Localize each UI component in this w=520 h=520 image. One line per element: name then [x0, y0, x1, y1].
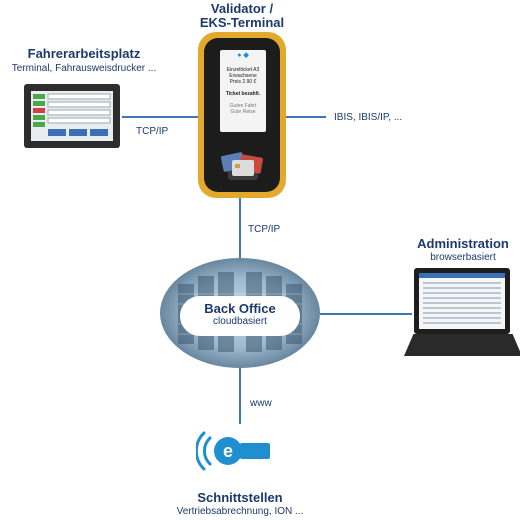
admin-title: Administration	[417, 236, 509, 251]
interfaces-title: Schnittstellen	[197, 490, 283, 505]
driver-subtitle: Terminal, Fahrausweisdrucker ...	[11, 63, 157, 74]
driver-terminal-icon	[24, 84, 120, 148]
line-backoffice-admin	[320, 313, 412, 315]
interfaces-logo-icon: e	[194, 426, 276, 476]
screen-line: Gute Reise	[230, 109, 256, 115]
laptop-keyboard	[404, 334, 520, 356]
laptop-icon	[414, 268, 510, 334]
backoffice-title: Back Office	[204, 301, 276, 316]
validator-title: Validator / EKS-Terminal	[199, 1, 285, 30]
svg-text:e: e	[223, 441, 233, 461]
driver-title: Fahrerarbeitsplatz	[27, 46, 141, 61]
line-backoffice-interfaces	[239, 368, 241, 424]
label-tcpip-middle: TCP/IP	[248, 224, 281, 235]
screen-line: Erwachsene	[229, 73, 257, 79]
screen-line: Ticket bezahlt.	[225, 91, 261, 97]
validator-logo-icon: ● ◆	[237, 52, 249, 59]
screen-line: Einzelticket A3	[226, 67, 260, 73]
interfaces-subtitle: Vertriebsabrechnung, ION ...	[176, 506, 304, 517]
line-validator-ibis	[286, 116, 326, 118]
line-driver-validator	[122, 116, 198, 118]
validator-body: ● ◆ Einzelticket A3 Erwachsene Preis 2.9…	[204, 38, 280, 192]
card-reader-icon	[218, 150, 268, 184]
line-validator-backoffice	[239, 198, 241, 258]
screen-line: Preis 2.90 €	[229, 79, 257, 85]
driver-screen	[31, 91, 113, 141]
laptop-screen	[419, 273, 505, 329]
backoffice-subtitle: cloudbasiert	[213, 316, 267, 327]
label-www: www	[250, 398, 272, 409]
label-ibis: IBIS, IBIS/IP, ...	[334, 112, 403, 123]
validator-screen: ● ◆ Einzelticket A3 Erwachsene Preis 2.9…	[220, 50, 266, 132]
backoffice-label-box: Back Office cloudbasiert	[180, 296, 300, 336]
validator-device: ● ◆ Einzelticket A3 Erwachsene Preis 2.9…	[198, 32, 286, 198]
label-tcpip-top: TCP/IP	[136, 126, 169, 137]
admin-subtitle: browserbasiert	[430, 252, 496, 263]
screen-line: Guten Fahrt	[229, 103, 257, 109]
